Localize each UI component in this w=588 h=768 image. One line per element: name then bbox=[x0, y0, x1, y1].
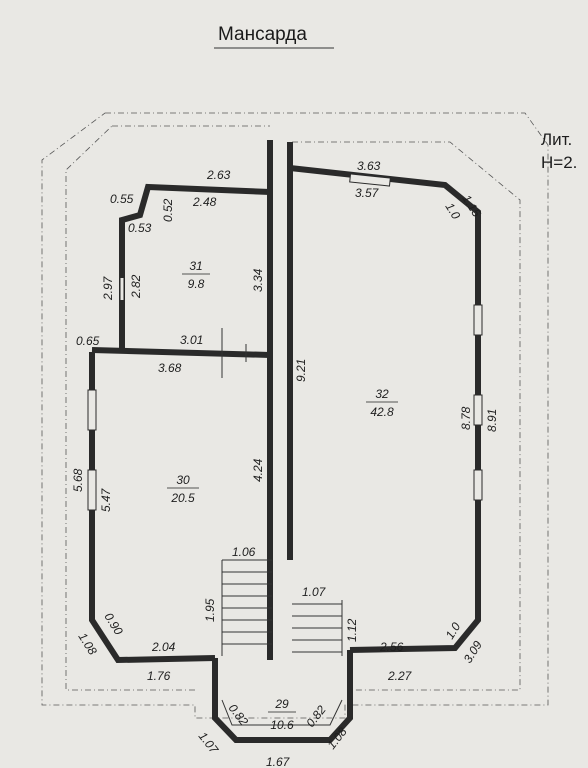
stairs-right bbox=[292, 600, 343, 656]
window-32-right-c bbox=[473, 469, 483, 501]
dim-label: 1.95 bbox=[203, 598, 217, 622]
dim-label: 2.56 bbox=[379, 640, 404, 654]
roof-outline bbox=[41, 112, 549, 719]
dim-label: 3.01 bbox=[180, 333, 203, 347]
svg-text:20.5: 20.5 bbox=[170, 491, 195, 505]
dim-label: 2.82 bbox=[129, 274, 143, 299]
dim-label: 0.82 bbox=[226, 701, 252, 728]
window-32-right-b bbox=[473, 394, 483, 426]
dim-label: 0.52 bbox=[161, 198, 175, 222]
dim-label: 3.09 bbox=[461, 638, 485, 666]
lit-label: Лит. bbox=[541, 130, 572, 149]
dim-label: 1.67 bbox=[266, 755, 291, 768]
dim-label: 2.04 bbox=[151, 640, 176, 654]
plan-title: Мансарда bbox=[218, 24, 307, 45]
room-29-label: 29 10.6 bbox=[268, 697, 296, 732]
wall-partition-31-30 bbox=[91, 347, 271, 358]
svg-text:32: 32 bbox=[375, 387, 389, 401]
dim-label: 1.0 bbox=[442, 200, 463, 222]
stair-landing bbox=[221, 699, 343, 726]
dim-label: 1.07 bbox=[196, 729, 222, 757]
dim-label: 2.27 bbox=[387, 669, 413, 683]
window-30-b bbox=[87, 469, 97, 511]
wall-room-31 bbox=[119, 183, 271, 348]
dim-label: 3.34 bbox=[251, 268, 265, 292]
dim-label: 1.07 bbox=[302, 585, 327, 599]
dim-label: 0.65 bbox=[76, 334, 100, 348]
room-32-label: 32 42.8 bbox=[366, 387, 398, 419]
dim-label: 3.57 bbox=[355, 186, 380, 200]
room-30-label: 30 20.5 bbox=[167, 473, 199, 505]
dim-label: 1.08 bbox=[75, 630, 99, 658]
dim-label: 0.53 bbox=[128, 221, 152, 235]
dim-label: 2.48 bbox=[192, 195, 217, 209]
dim-label: 0.90 bbox=[101, 610, 125, 638]
dim-label: 5.47 bbox=[99, 487, 113, 512]
svg-text:29: 29 bbox=[274, 697, 289, 711]
dim-label: 2.63 bbox=[206, 168, 231, 182]
svg-text:31: 31 bbox=[189, 259, 202, 273]
window-32-right-a bbox=[473, 304, 483, 336]
svg-text:42.8: 42.8 bbox=[370, 405, 394, 419]
roof-outline-inner bbox=[65, 125, 521, 691]
height-label: H=2. bbox=[541, 153, 577, 172]
dim-label: 1.76 bbox=[147, 669, 171, 683]
dim-label: 1.12 bbox=[345, 618, 359, 642]
svg-text:10.6: 10.6 bbox=[270, 718, 294, 732]
dim-label: 0.82 bbox=[303, 703, 329, 730]
dim-label: 2.97 bbox=[101, 275, 115, 301]
dim-label: 0.55 bbox=[110, 192, 134, 206]
dim-label: 8.78 bbox=[459, 406, 473, 430]
dim-label: 1.06 bbox=[232, 545, 256, 559]
window-32-top bbox=[349, 173, 391, 187]
svg-text:30: 30 bbox=[176, 473, 190, 487]
dimension-labels: 2.63 2.48 0.55 0.52 0.53 2.97 2.82 3.34 … bbox=[71, 159, 499, 768]
dim-label: 4.24 bbox=[251, 458, 265, 482]
dim-label: 9.21 bbox=[294, 359, 308, 382]
dim-label: 5.68 bbox=[71, 468, 85, 492]
room-31-label: 31 9.8 bbox=[182, 259, 210, 291]
wall-room-29 bbox=[212, 650, 353, 743]
dim-label: 3.68 bbox=[158, 361, 182, 375]
dim-label: 3.63 bbox=[357, 159, 381, 173]
dim-label: 8.91 bbox=[485, 409, 499, 432]
dim-label: 1.08 bbox=[324, 725, 350, 752]
stairs-left bbox=[221, 559, 272, 656]
svg-text:9.8: 9.8 bbox=[188, 277, 205, 291]
window-30-a bbox=[87, 389, 97, 431]
